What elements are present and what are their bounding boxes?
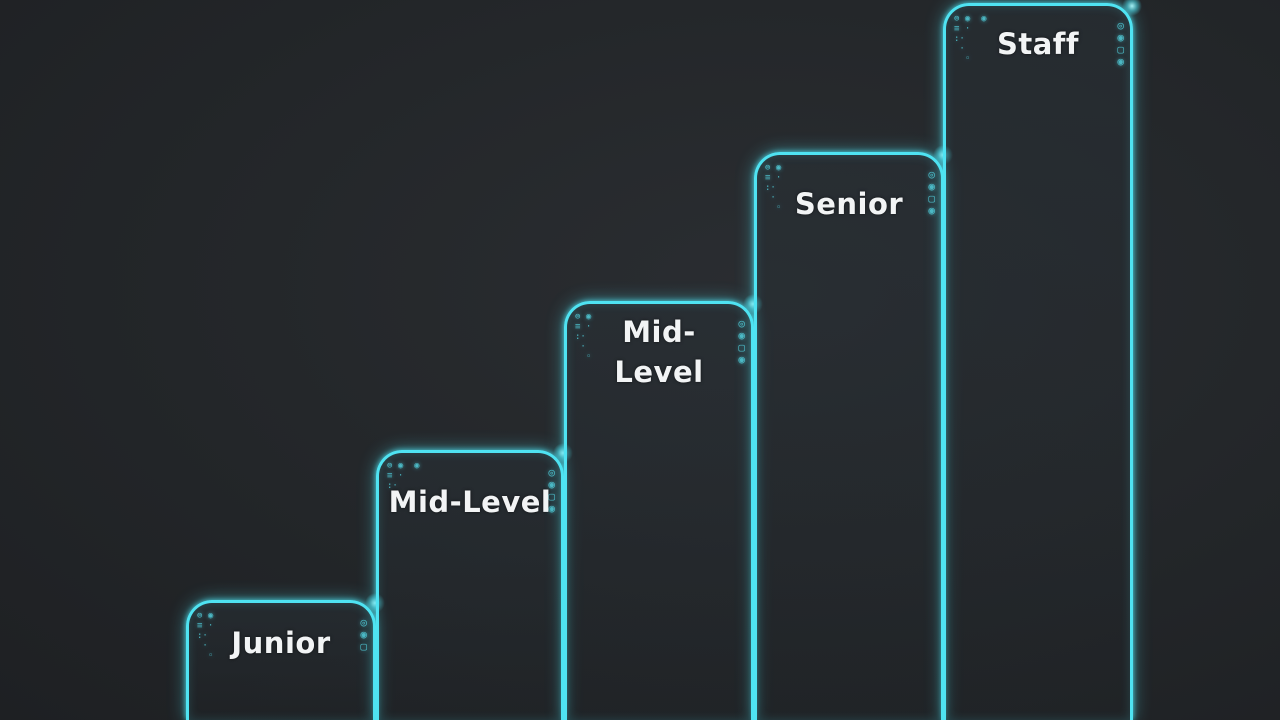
step-junior: ⊜ ◉ ≡ · :· · ◦ ◎ ◉ ▢ Junior	[186, 593, 385, 720]
circuit-decoration-icon: ⊜ ◉ ≡ · :· · ◦	[575, 312, 592, 362]
step-mid-level: ⊜ ◉ ◉ ≡ · :· · ◦ ◎ ◉ ▢ ◉ Mid-Level	[376, 443, 573, 720]
circuit-decoration-icon: ⊜ ◉ ◉ ≡ · :· · ◦	[387, 461, 420, 511]
step-label: Junior	[231, 626, 331, 660]
step-label: Mid- Level	[614, 315, 704, 389]
circuit-decoration-icon: ⊜ ◉ ≡ · :· · ◦	[197, 611, 214, 661]
step-staff: ⊜ ◉ ◉ ≡ · :· · ◦ ◎ ◉ ▢ ◉ Staff	[943, 0, 1142, 720]
circuit-decoration-icon: ◎ ◉ ▢ ◉	[928, 168, 935, 217]
circuit-decoration-icon: ◎ ◉ ▢ ◉	[738, 317, 745, 366]
circuit-decoration-icon: ◎ ◉ ▢	[360, 616, 367, 653]
circuit-decoration-icon: ◎ ◉ ▢ ◉	[1117, 19, 1124, 68]
step-senior: ⊜ ◉ ≡ · :· · ◦ ◎ ◉ ▢ ◉ Senior	[754, 145, 953, 720]
step-label: Staff	[996, 27, 1080, 61]
step-label: Senior	[794, 187, 904, 221]
step-mid-level-2: ⊜ ◉ ≡ · :· · ◦ ◎ ◉ ▢ ◉ Mid- Level	[564, 294, 763, 720]
circuit-decoration-icon: ⊜ ◉ ◉ ≡ · :· · ◦	[954, 14, 987, 64]
circuit-decoration-icon: ◎ ◉ ▢ ◉	[548, 466, 555, 515]
circuit-decoration-icon: ⊜ ◉ ≡ · :· · ◦	[765, 163, 782, 213]
step-label: Mid-Level	[388, 485, 552, 519]
